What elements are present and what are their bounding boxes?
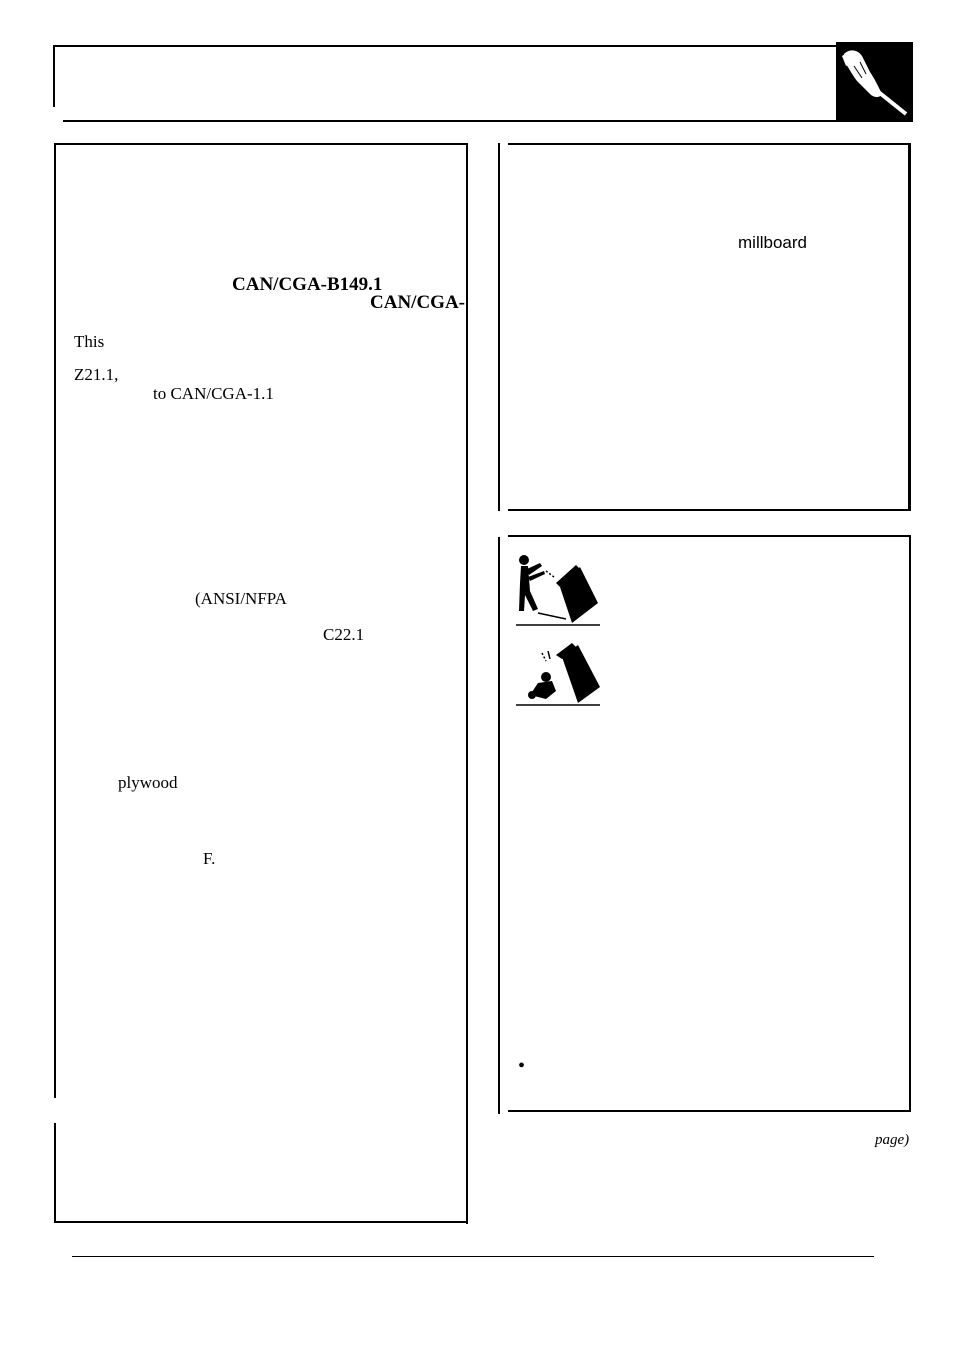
standard-can-cga-text: CAN/CGA- [370,292,465,313]
right-bottom-panel-top [508,535,911,537]
this-text: This [74,332,105,351]
millboard-text: millboard [738,233,807,252]
left-panel-left [54,143,56,1098]
left-panel-lower-left [54,1123,56,1223]
child-tipping-range-icon [516,643,600,707]
right-bottom-panel-bottom [508,1110,911,1112]
header-left-rule [53,45,55,107]
bullet-point: • [518,1055,526,1077]
right-bottom-panel-right [909,535,911,1112]
to-can-cga-text: to CAN/CGA-1.1 [153,384,274,403]
page-continued-text: page) [875,1132,910,1148]
standard-b149-text: CAN/CGA-B149.1 [232,274,383,295]
z21-text: Z21.1, [74,365,119,384]
hand-with-screwdriver-icon [836,42,913,120]
right-bottom-panel-left [498,537,500,1114]
right-top-panel-left [498,143,500,511]
plywood-text: plywood [118,773,178,792]
header-bottom-rule [63,120,913,122]
adult-tipping-range-icon [516,553,600,628]
left-panel-top [54,143,467,145]
ansi-nfpa-text: (ANSI/NFPA [195,589,287,608]
footer-rule [72,1256,874,1257]
right-top-panel-top [508,143,910,145]
c22-text: C22.1 [323,625,365,644]
left-panel-right [466,143,468,1224]
left-panel-bottom [54,1221,467,1223]
header-top-rule [53,45,913,47]
right-top-panel-right [908,143,911,511]
f-letter-text: F. [203,849,216,868]
right-top-panel-bottom [508,509,910,511]
